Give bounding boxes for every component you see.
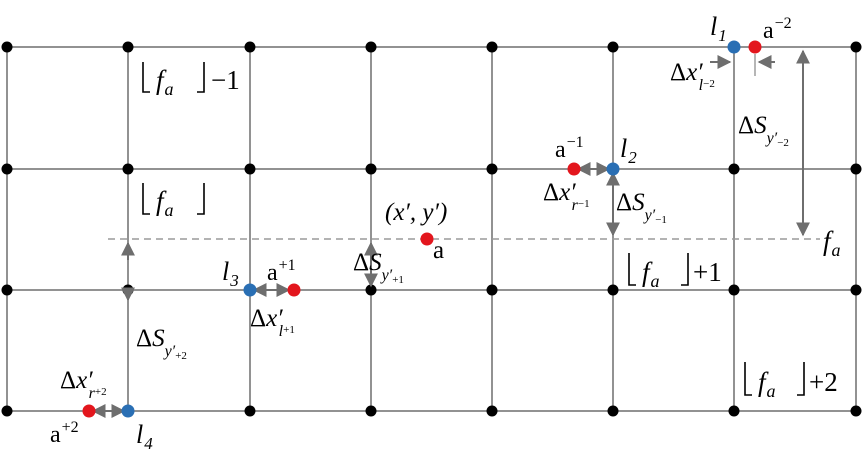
grid-node [244, 405, 256, 417]
floor-bracket-right [197, 183, 205, 215]
point-a-label: a [433, 237, 444, 264]
floor-bracket-right [197, 62, 205, 93]
label-l4: l4 [136, 420, 153, 453]
grid-node [728, 284, 740, 296]
grid-lines [6, 46, 857, 412]
grid-nodes [1, 41, 862, 417]
grid-node [365, 405, 377, 417]
arrows [91, 49, 810, 418]
label-delta-x-r-plus2: Δx′r+2 [60, 367, 107, 402]
grid-node [365, 41, 377, 53]
floor-bracket-right [797, 362, 805, 396]
label-delta-x-l-minus2: Δx′l−2 [670, 59, 715, 94]
grid-node [122, 163, 134, 175]
grid-node [365, 163, 377, 175]
label-a-minus1: a−1 [555, 134, 584, 163]
grid-node [244, 163, 256, 175]
grid-node [850, 41, 862, 53]
point-l3 [243, 283, 257, 297]
grid-node [365, 284, 377, 296]
grid-node [244, 41, 256, 53]
point-a-plus1 [287, 283, 301, 297]
label-a-plus1: a+1 [267, 257, 296, 286]
label-delta-s-y-plus2: ΔSy′+2 [136, 325, 187, 362]
fa-label: fa [823, 226, 841, 260]
grid-node [728, 405, 740, 417]
floor-label-minus1: −1 [211, 65, 240, 95]
grid-node [850, 163, 862, 175]
floor-label-f: fa [156, 65, 174, 99]
point-a-plus2 [82, 404, 96, 418]
grid-node [850, 405, 862, 417]
label-a-plus2: a+2 [50, 419, 79, 448]
grid-node [1, 41, 13, 53]
point-a-coords: (x′, y′) [385, 199, 447, 226]
label-l3: l3 [222, 257, 239, 290]
floor-label-f: fa [156, 186, 174, 220]
point-l1 [727, 40, 741, 54]
grid-node [486, 405, 498, 417]
label-l1: l1 [710, 12, 727, 45]
floor-bracket-left [744, 362, 752, 396]
sample-points [82, 40, 762, 418]
grid-node [607, 405, 619, 417]
grid-node [1, 284, 13, 296]
grid-node [486, 284, 498, 296]
point-a-minus1 [567, 162, 581, 176]
label-delta-s-y-plus1: ΔSy′+1 [353, 249, 404, 286]
point-l2 [606, 162, 620, 176]
grid-node [850, 284, 862, 296]
point-a [420, 232, 434, 246]
floor-bracket-left [142, 62, 150, 93]
floor-label-plus2: +2 [809, 367, 838, 397]
label-delta-s-y-minus2: ΔSy′−2 [738, 112, 789, 149]
floor-bracket-left [142, 183, 150, 215]
point-l4 [121, 404, 135, 418]
grid-node [486, 163, 498, 175]
grid-node [1, 405, 13, 417]
label-l2: l2 [620, 134, 637, 167]
label-delta-s-y-minus1: ΔSy′−1 [616, 189, 667, 226]
point-a-minus2 [748, 40, 762, 54]
floor-bracket-left [628, 253, 636, 286]
floor-label-f: fa [758, 367, 776, 401]
grid-node [486, 41, 498, 53]
floor-brackets [142, 62, 805, 396]
label-delta-x-l-plus1: Δx′l+1 [250, 305, 295, 340]
grid-node [607, 41, 619, 53]
floor-bracket-right [681, 253, 689, 286]
grid-node [1, 163, 13, 175]
label-delta-x-r-minus1: Δx′r−1 [543, 179, 590, 214]
floor-label-plus1: +1 [693, 257, 722, 287]
floor-label-f: fa [642, 257, 660, 291]
grid-node [122, 41, 134, 53]
grid-node [607, 284, 619, 296]
grid-node [728, 163, 740, 175]
label-a-minus2: a−2 [763, 15, 792, 44]
